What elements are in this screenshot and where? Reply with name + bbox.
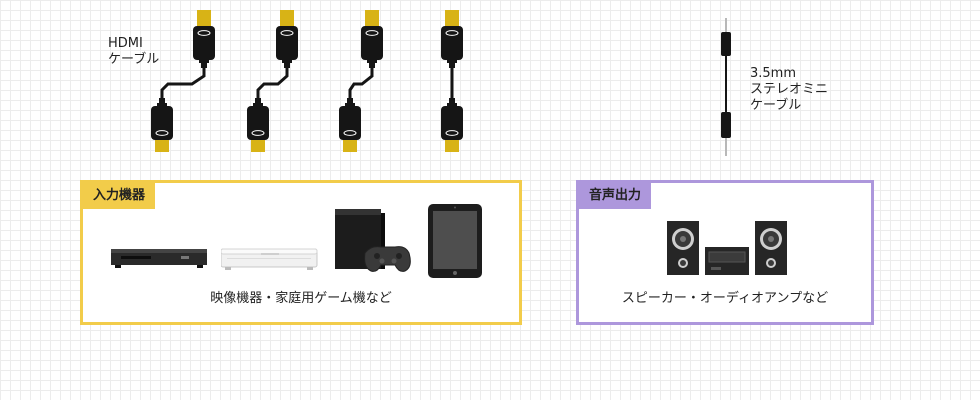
mini-label-line1: 3.5mm: [750, 66, 828, 82]
hdmi-cables-illustration: [140, 0, 500, 170]
mini-cable-illustration: [714, 12, 738, 162]
mini-label-line2: ステレオミニ: [750, 82, 828, 98]
game-console-icon: [333, 205, 413, 279]
hdmi-cable-2: [247, 10, 298, 152]
audio-system-icon: [665, 219, 789, 277]
hdmi-cable-4: [441, 10, 463, 152]
input-devices-panel: 入力機器 映像機器・家庭用ゲーム機など: [80, 180, 522, 325]
tablet-icon: [427, 203, 483, 279]
mini-label-line3: ケーブル: [750, 98, 828, 114]
input-panel-title: 入力機器: [83, 183, 155, 209]
hdmi-cable-1: [151, 10, 215, 152]
right-speaker-icon: [755, 221, 787, 275]
left-speaker-icon: [667, 221, 699, 275]
hdmi-cable-3: [339, 10, 383, 152]
output-devices-panel: 音声出力 スピーカー・オーディオアンプなど: [576, 180, 874, 325]
disc-player-icon: [111, 247, 209, 269]
mini-cable-label: 3.5mm ステレオミニ ケーブル: [750, 66, 828, 114]
amplifier-icon: [705, 247, 749, 275]
output-panel-caption: スピーカー・オーディオアンプなど: [579, 287, 871, 306]
set-top-box-icon: [221, 247, 321, 271]
output-panel-title: 音声出力: [579, 183, 651, 209]
input-panel-caption: 映像機器・家庭用ゲーム機など: [83, 287, 519, 306]
